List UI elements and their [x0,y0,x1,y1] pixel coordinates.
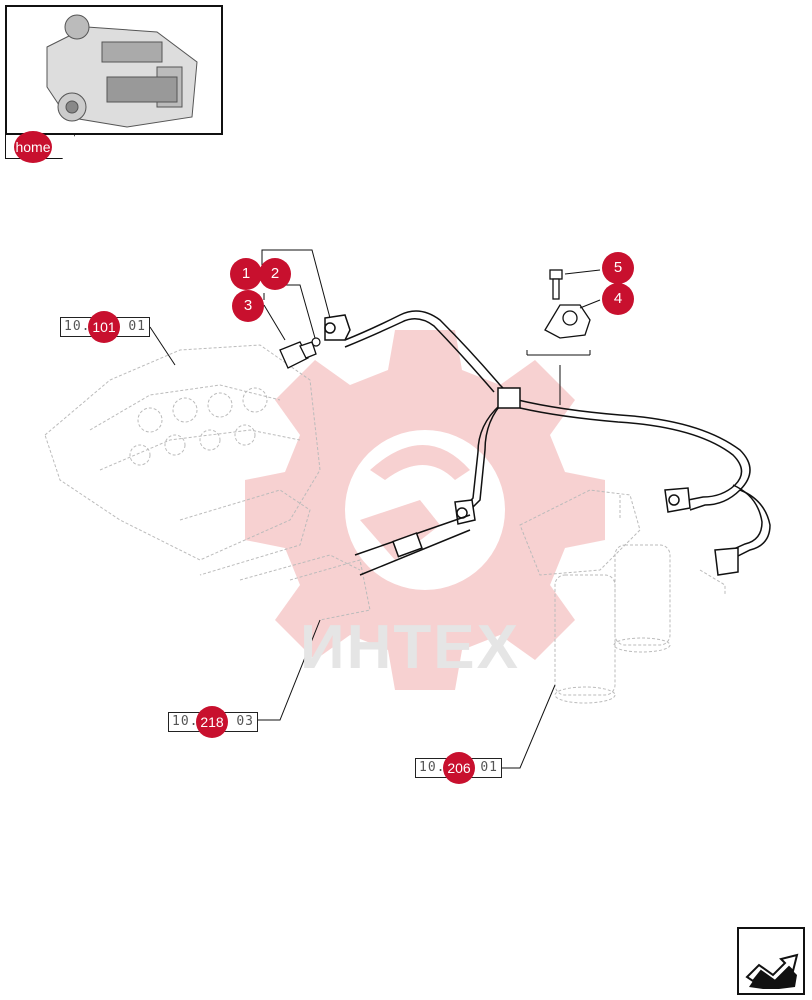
clamp-bracket [544,304,591,339]
next-page-button[interactable] [737,927,805,995]
callout-1[interactable]: 1 [230,258,262,290]
clamp-bolt [549,269,563,300]
ref-callout-101[interactable]: 101 [88,311,120,343]
engine-thumbnail-icon [46,14,198,128]
ref-callout-206[interactable]: 206 [443,752,475,784]
engine-block-ghost [44,344,371,621]
home-button[interactable]: home [14,131,52,163]
sealing-washer [311,337,321,347]
fuel-filter-ghost [519,489,726,704]
watermark-gear-icon [245,330,605,690]
ref-callout-218[interactable]: 218 [196,706,228,738]
ref-prefix: 10. [172,714,199,729]
ref-suffix: 01 [128,319,146,334]
fuel-pipe-assembly [324,310,771,576]
callout-5[interactable]: 5 [602,252,634,284]
next-page-arrow-icon [745,953,799,989]
ref-prefix: 10. [419,760,446,775]
ref-suffix: 01 [480,760,498,775]
leader-lines [149,249,601,769]
banjo-bolt [279,341,317,369]
ref-suffix: 03 [236,714,254,729]
callout-3[interactable]: 3 [232,290,264,322]
callout-4[interactable]: 4 [602,283,634,315]
engine-thumbnail[interactable] [5,5,223,135]
ref-prefix: 10. [64,319,91,334]
callout-2[interactable]: 2 [259,258,291,290]
